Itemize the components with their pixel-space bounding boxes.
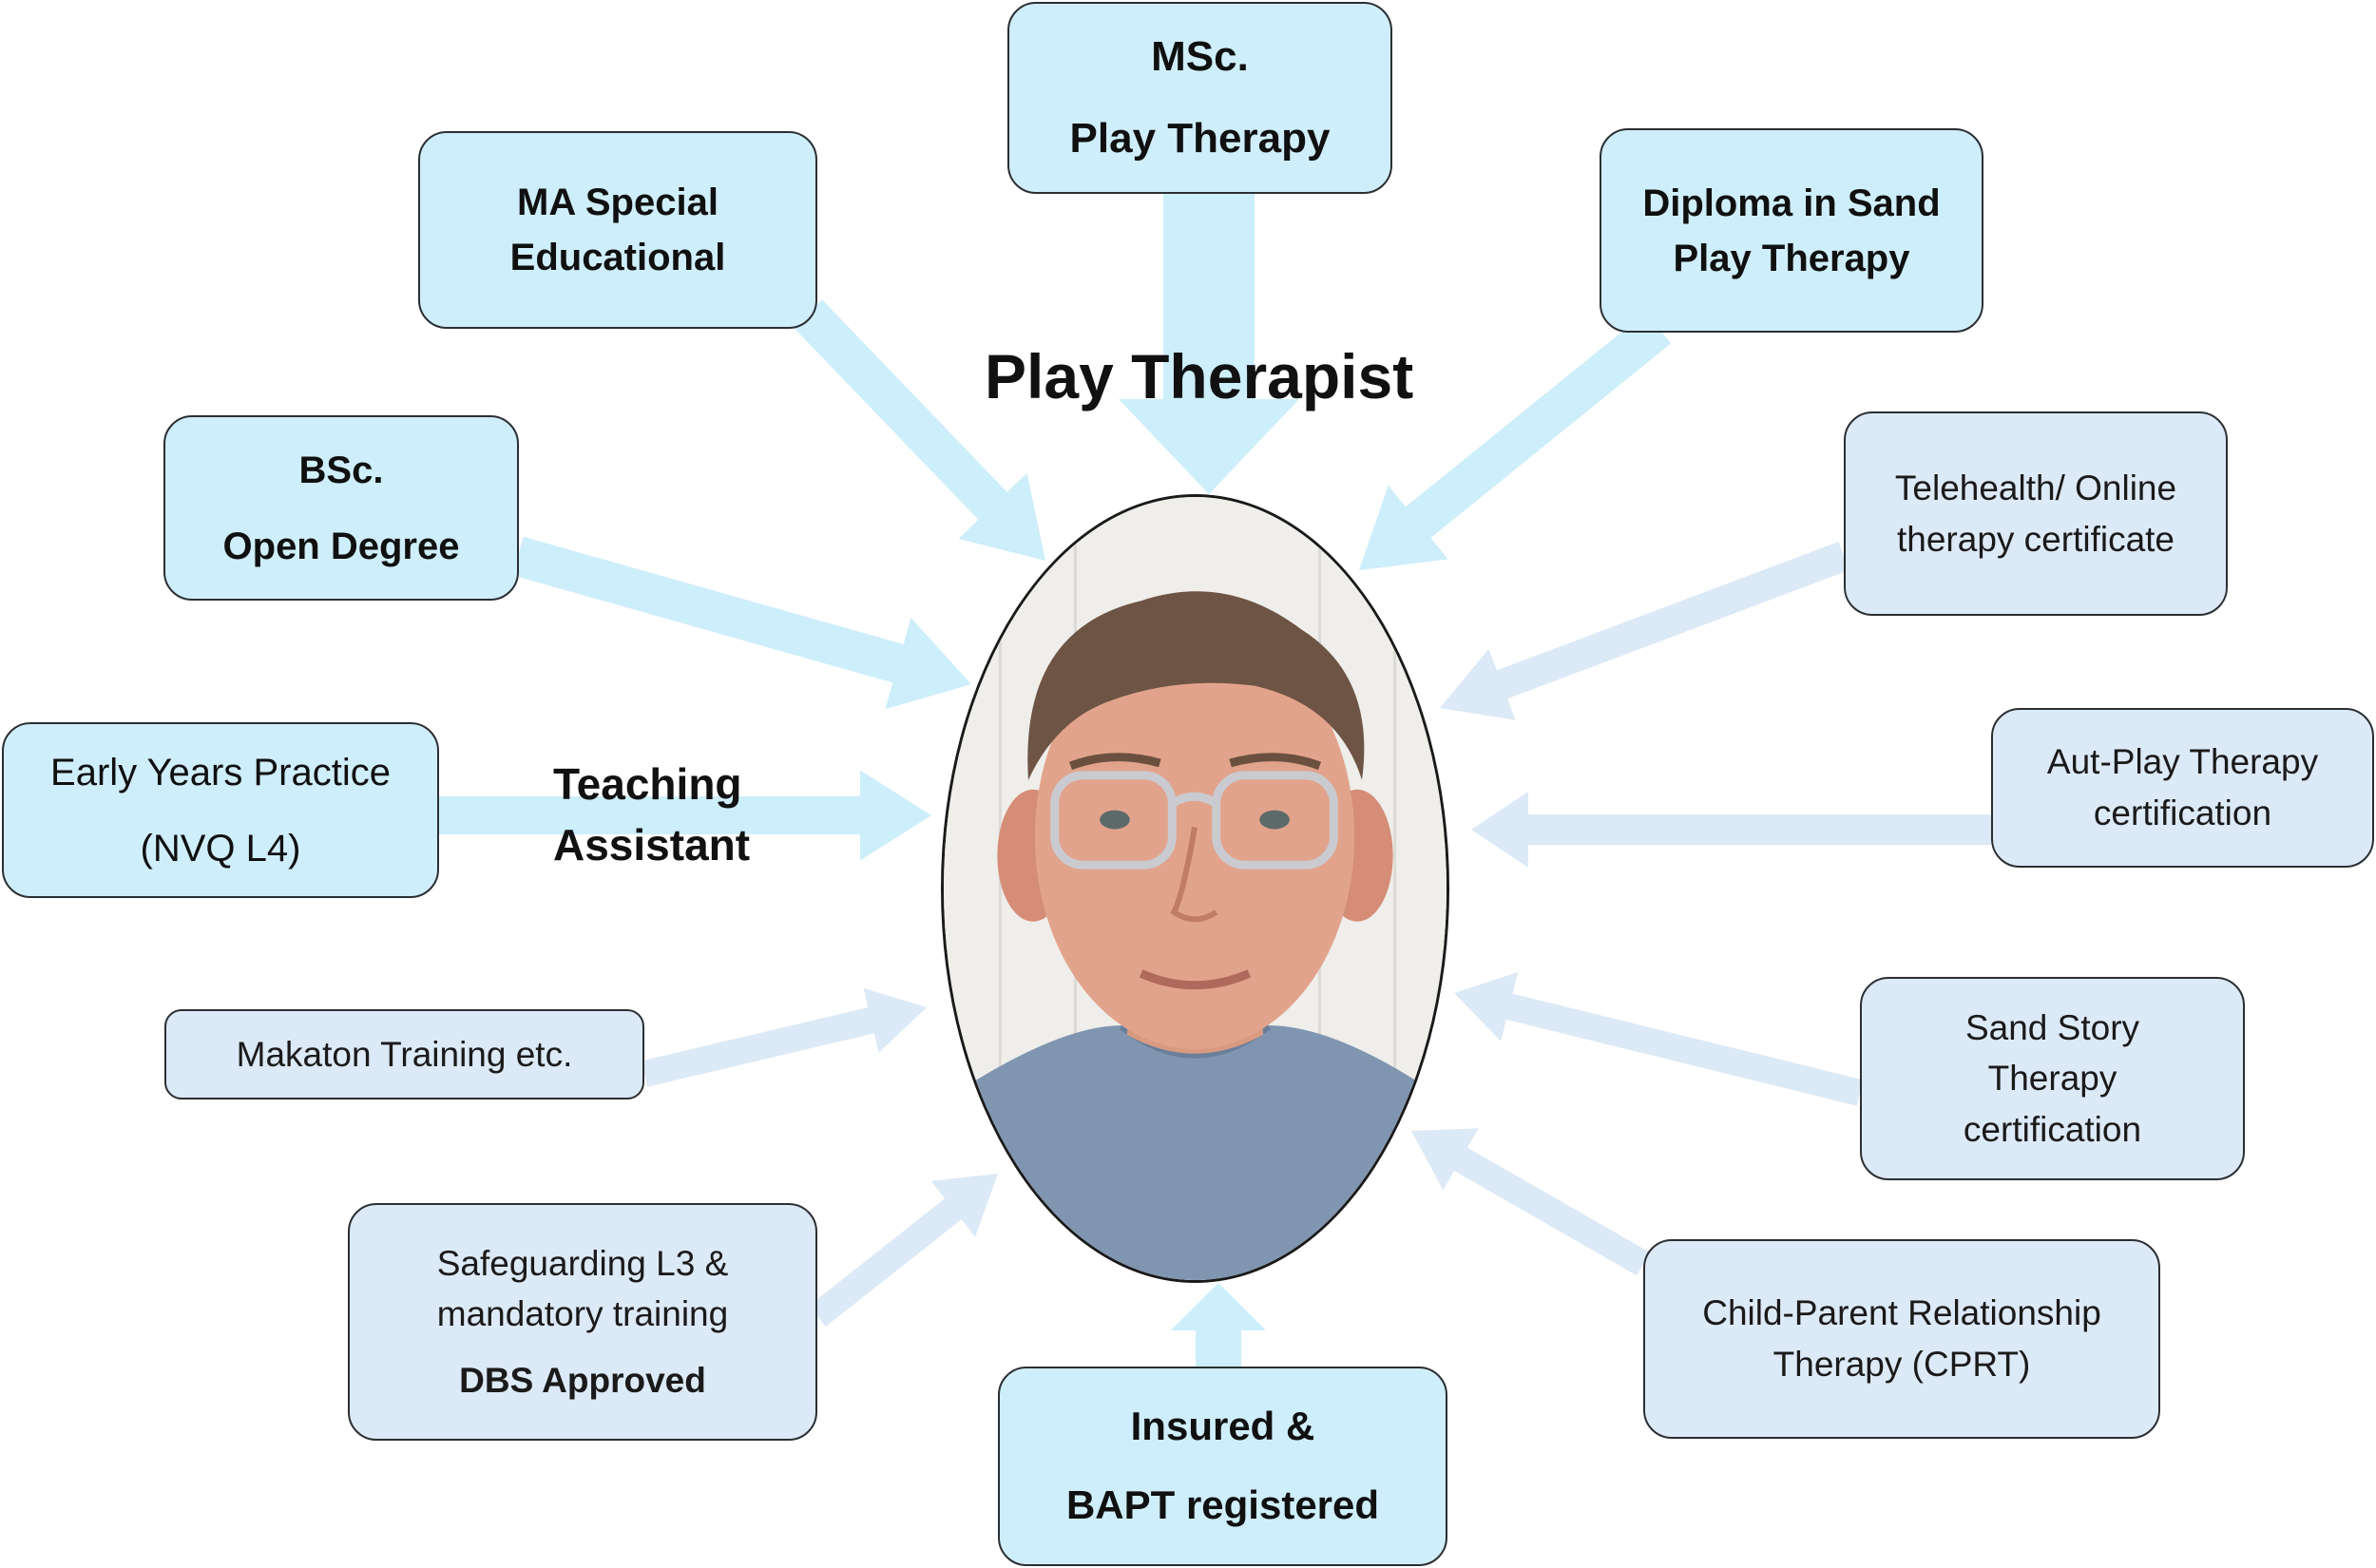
diploma-line2: Play Therapy (1673, 237, 1910, 279)
ma-line1: MA Special (517, 182, 719, 223)
portrait-illustration (944, 497, 1447, 1280)
insured-line2: BAPT registered (1065, 1482, 1380, 1527)
sandstory-line2: Therapy (1987, 1059, 2117, 1099)
arrow-msc (1119, 190, 1299, 494)
arrow-bsc (512, 536, 971, 710)
cprt-line1: Child-Parent Relationship (1702, 1293, 2101, 1333)
ma-box: MA Special Educational (418, 131, 817, 329)
early-years-box: Early Years Practice (NVQ L4) (2, 722, 439, 898)
arrow-sandstory (1454, 971, 1864, 1106)
sandstory-box: Sand Story Therapy certification (1860, 977, 2245, 1180)
safeguarding-line1: Safeguarding L3 & (436, 1243, 729, 1283)
ma-line2: Educational (509, 237, 726, 278)
bsc-line2: Open Degree (222, 525, 460, 567)
autplay-box: Aut-Play Therapy certification (1991, 708, 2374, 868)
msc-line1: MSc. (1151, 33, 1249, 81)
msc-box: MSc. Play Therapy (1007, 2, 1392, 194)
cprt-line2: Therapy (CPRT) (1772, 1345, 2031, 1384)
autplay-line2: certification (2093, 794, 2272, 832)
arrow-autplay (1471, 792, 1991, 868)
arrow-makaton (641, 987, 927, 1087)
sandstory-line1: Sand Story (1964, 1007, 2140, 1047)
autplay-line1: Aut-Play Therapy (2046, 742, 2319, 782)
makaton-line1: Makaton Training etc. (236, 1034, 573, 1074)
arrow-early-years (439, 770, 931, 861)
early-years-line2: (NVQ L4) (140, 827, 301, 870)
safeguarding-line3: DBS Approved (459, 1360, 706, 1400)
telehealth-line1: Telehealth/ Online (1894, 468, 2177, 507)
arrow-diploma (1359, 312, 1672, 570)
arrow-cprt (1411, 1128, 1650, 1276)
cprt-box: Child-Parent Relationship Therapy (CPRT) (1643, 1239, 2160, 1439)
teaching-assistant-line1: Teaching (553, 759, 742, 809)
center-title: Play Therapist (985, 341, 1414, 411)
insured-line1: Insured & (1130, 1404, 1315, 1449)
diploma-box: Diploma in Sand Play Therapy (1600, 128, 1983, 333)
safeguarding-line2: mandatory training (436, 1294, 729, 1334)
safeguarding-box: Safeguarding L3 & mandatory training DBS… (348, 1203, 817, 1441)
msc-line2: Play Therapy (1069, 115, 1331, 162)
bsc-box: BSc. Open Degree (163, 415, 519, 601)
arrow-ma (793, 299, 1045, 561)
bsc-line1: BSc. (298, 449, 384, 491)
teaching-assistant-label: Teaching Assistant (553, 754, 750, 876)
sandstory-line3: certification (1963, 1109, 2142, 1149)
arrow-telehealth (1440, 542, 1849, 720)
early-years-line1: Early Years Practice (50, 751, 391, 794)
portrait-photo (941, 494, 1449, 1283)
telehealth-box: Telehealth/ Online therapy certificate (1844, 411, 2228, 616)
diploma-line1: Diploma in Sand (1642, 182, 1941, 224)
makaton-box: Makaton Training etc. (164, 1009, 644, 1100)
telehealth-line2: therapy certificate (1896, 519, 2175, 559)
insured-box: Insured & BAPT registered (998, 1367, 1447, 1566)
arrow-insured (1171, 1283, 1266, 1367)
teaching-assistant-line2: Assistant (553, 820, 751, 870)
arrow-safeguarding (809, 1174, 998, 1327)
